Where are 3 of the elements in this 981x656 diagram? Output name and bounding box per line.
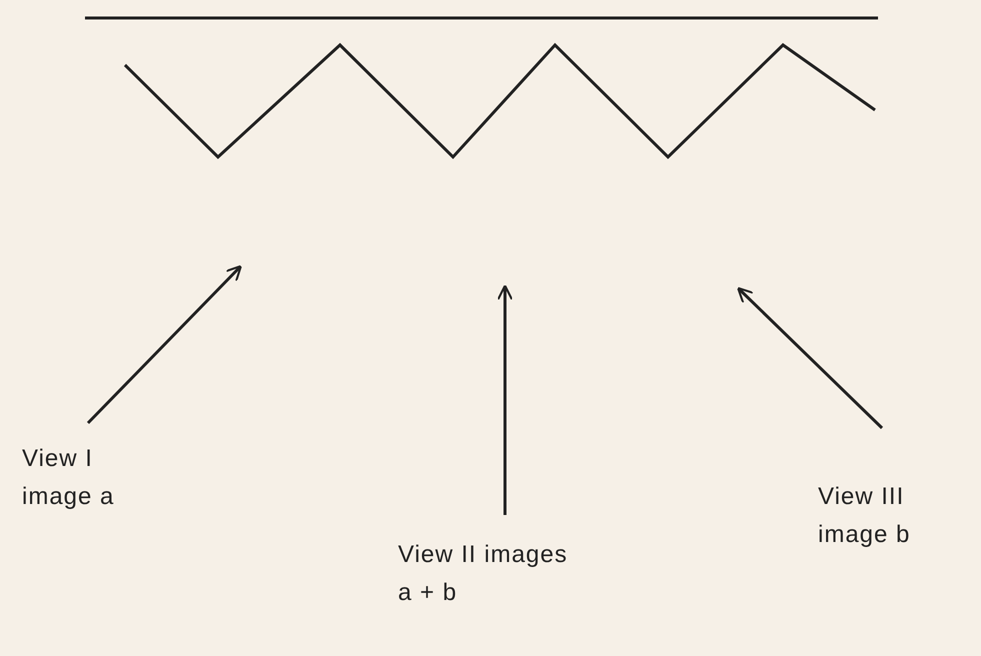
view-label: View I image a	[22, 444, 116, 512]
view-label: View II images a + b	[398, 540, 569, 608]
view-label: View III image b	[818, 482, 912, 550]
